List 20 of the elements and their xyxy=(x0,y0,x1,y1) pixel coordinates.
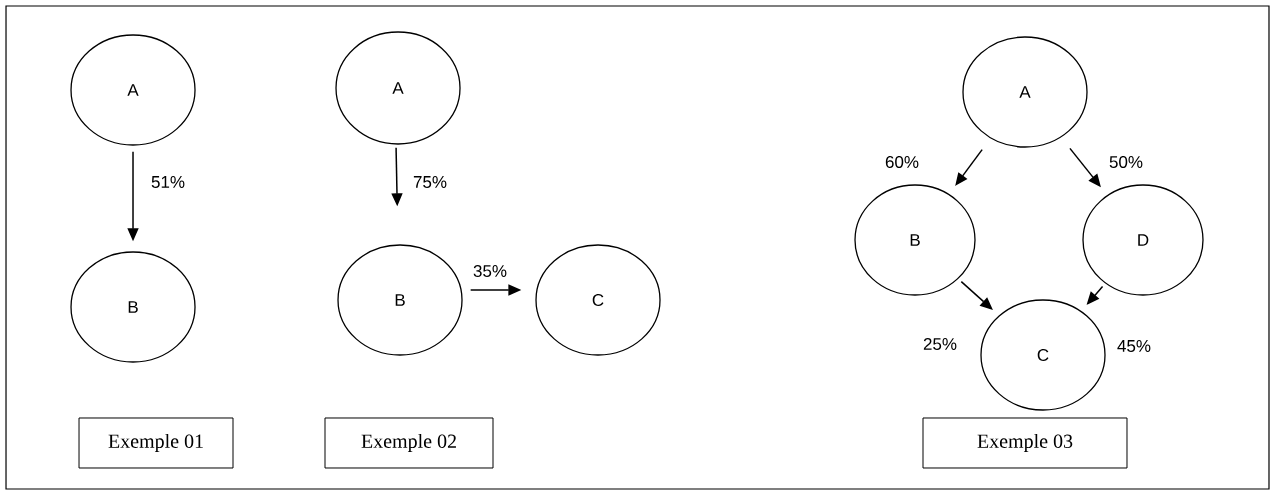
edge-label: 50% xyxy=(1108,155,1144,169)
edge-label: 60% xyxy=(884,155,920,169)
arrow xyxy=(955,148,983,186)
circle-node: A xyxy=(962,36,1088,148)
edge-label: 25% xyxy=(922,337,958,351)
circle-node: C xyxy=(980,299,1106,411)
circle-node: D xyxy=(1082,184,1204,296)
circle-node: A xyxy=(335,31,461,145)
circle-node: A xyxy=(70,34,196,146)
edge-label: 51% xyxy=(150,175,187,189)
edge-label: 45% xyxy=(1116,339,1152,353)
caption-box: Exemple 03 xyxy=(922,417,1128,469)
edge-label: 35% xyxy=(472,264,508,278)
circle-node: B xyxy=(70,251,196,363)
circle-node: C xyxy=(535,244,661,356)
edge-label: 75% xyxy=(412,175,448,189)
circle-node: B xyxy=(337,244,463,356)
caption-box: Exemple 02 xyxy=(324,417,494,469)
caption-box: Exemple 01 xyxy=(78,417,234,469)
circle-node: B xyxy=(854,184,976,296)
